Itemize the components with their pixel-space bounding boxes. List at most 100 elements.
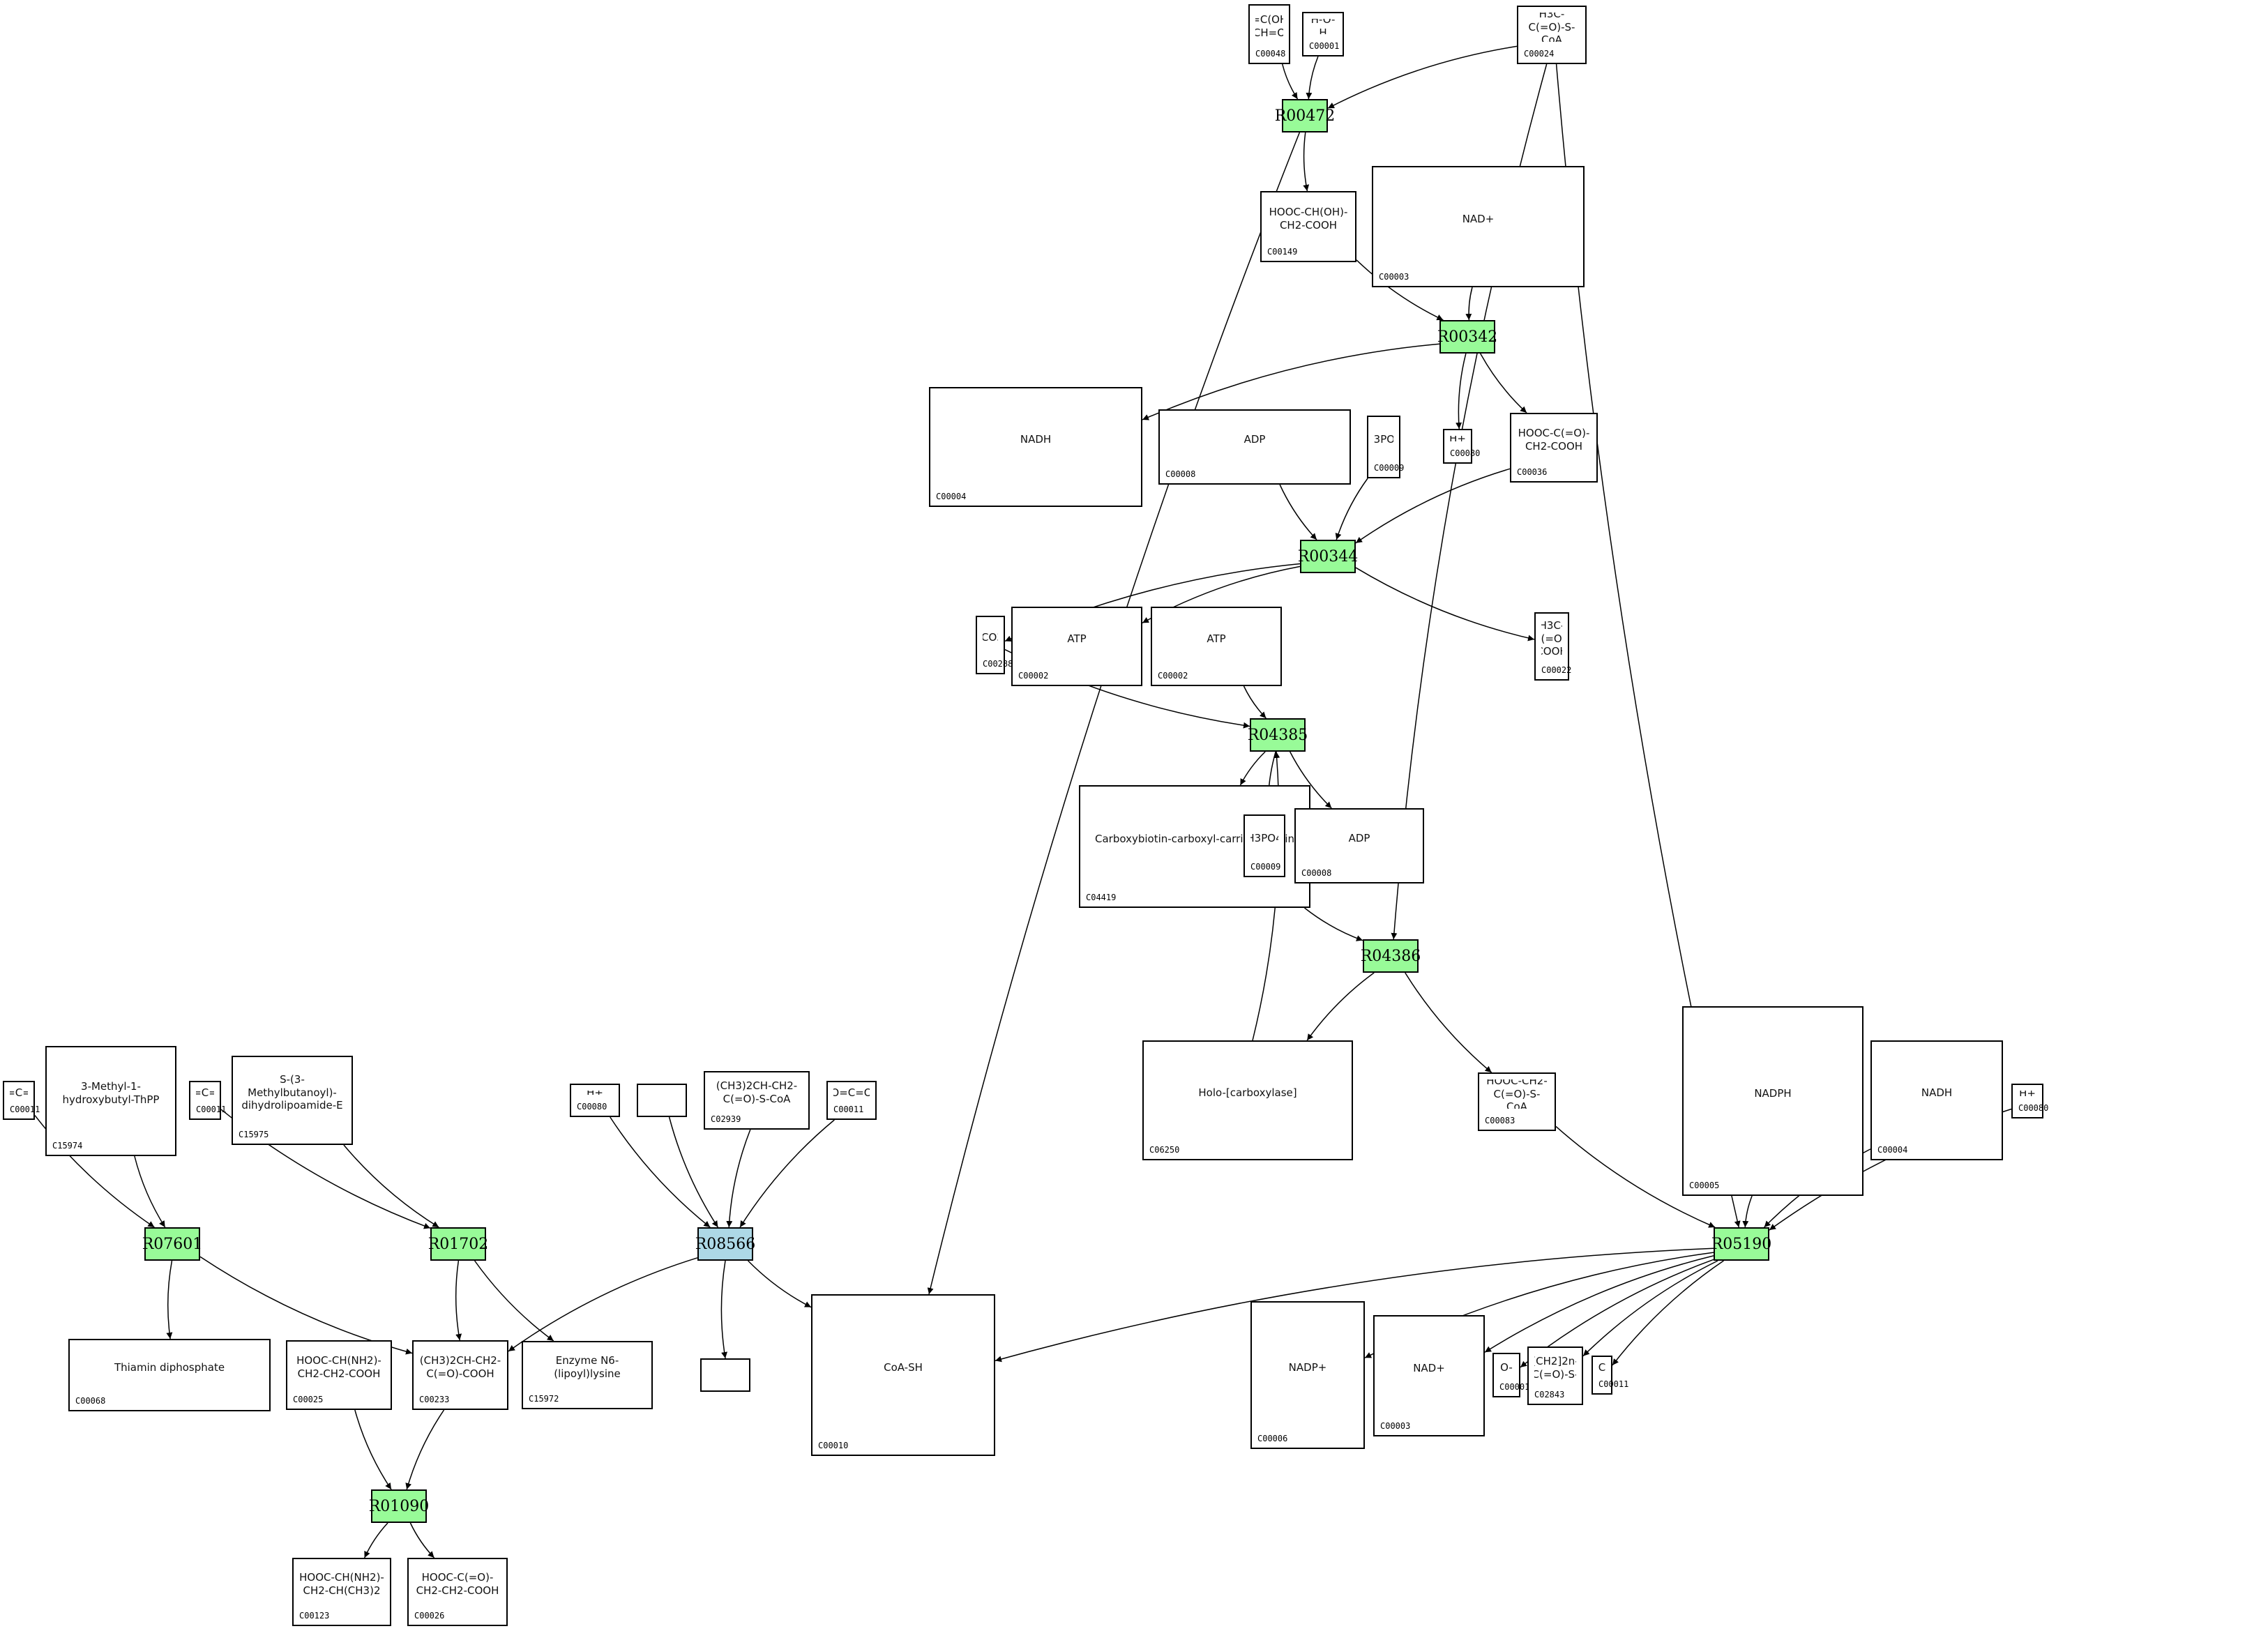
compound-id-label: C00011 (833, 1105, 864, 1114)
compound-node-C00003[interactable]: NAD+ C00003 (1372, 166, 1585, 287)
reaction-node-R00344[interactable]: R00344 (1298, 540, 1358, 573)
compound-structure: Holo-[carboxylase] (1198, 1086, 1297, 1099)
compound-id-label: C00002 (1158, 671, 1188, 681)
compound-structure: HOOC-CH2-C(=O)-S-CoA (1486, 1079, 1548, 1109)
reaction-node-R00472[interactable]: R00472 (1275, 99, 1335, 132)
compound-id-label: C00011 (196, 1105, 227, 1114)
compound-structure: 3-Methyl-1-hydroxybutyl-ThPP (62, 1080, 160, 1106)
edge-c00011d-to-R08566 (739, 1119, 835, 1228)
compound-structure: O=C(OH)-CH=O (1255, 13, 1283, 39)
compound-node-C00288[interactable]: HCO3-C00288 (976, 616, 1013, 674)
compound-node-C02843[interactable]: H3C-[CH2]2n-C(=O)-S-CoAC02843 (1527, 1346, 1583, 1405)
compound-structure: H3C-C(=O)-S-CoA (1528, 13, 1575, 42)
compound-structure: H+ (1450, 436, 1465, 441)
compound-structure: H3C-[CH2]2n-C(=O)-S-CoA (1534, 1353, 1576, 1383)
compound-node-C00080[interactable]: H+C00080 (570, 1084, 620, 1117)
edge-c00005-to-R05190 (1742, 1195, 1753, 1228)
edge-R08566-to-blank2 (720, 1260, 728, 1359)
compound-structure: O=C=O (1598, 1363, 1605, 1372)
reaction-node-R00342[interactable]: R00342 (1437, 320, 1497, 354)
edge-R05190-to-c00003b (1484, 1255, 1714, 1353)
compound-id-label: C00011 (1598, 1379, 1629, 1389)
compound-structure: H-O-H (1310, 19, 1336, 34)
reaction-node-R01702[interactable]: R01702 (428, 1227, 488, 1261)
compound-id-label: C00022 (1541, 665, 1572, 675)
compound-id-label: C00009 (1250, 862, 1281, 872)
compound-node-C00009[interactable]: H3PO4C00009 (1243, 814, 1285, 877)
compound-id-label: C00003 (1380, 1421, 1411, 1431)
compound-id-label: C00004 (936, 492, 967, 501)
compound-node-C00009[interactable]: H3PO4C00009 (1367, 416, 1404, 478)
compound-node-C00080[interactable]: H+C00080 (2011, 1084, 2048, 1118)
edge-c00008a-to-R00344 (1279, 484, 1317, 540)
compound-node-C00006[interactable]: NADP+C00006 (1250, 1301, 1365, 1449)
compound-structure: CoA-SH (884, 1360, 923, 1374)
compound-node-C06250[interactable]: Holo-[carboxylase]C06250 (1142, 1040, 1353, 1160)
compound-structure: S-(3-Methylbutanoyl)-dihydrolipoamide-E (241, 1072, 343, 1112)
compound-node-C00003[interactable]: NAD+C00003 (1373, 1315, 1485, 1436)
compound-structure: Thiamin diphosphate (114, 1360, 225, 1374)
compound-id-label: C00003 (1379, 272, 1409, 282)
edge-R00344-to-c00022 (1355, 567, 1535, 642)
edge-R00342-to-c00004a (1142, 343, 1440, 420)
edge-R04385-to-c04419 (1239, 751, 1266, 786)
compound-node-blank[interactable] (700, 1358, 750, 1392)
compound-id-label: C00026 (414, 1611, 445, 1621)
compound-id-label: C15972 (529, 1394, 559, 1404)
edge-blank1-to-R08566 (668, 1116, 719, 1228)
compound-structure: HCO3- (983, 630, 998, 644)
edge-R04386-to-c00083 (1405, 972, 1492, 1073)
compound-node-C00011[interactable]: O=C=O C00011 (1592, 1356, 1628, 1395)
reaction-node-R05190[interactable]: R05190 (1711, 1227, 1771, 1261)
edge-R07601-to-c00068 (166, 1260, 173, 1340)
reaction-node-R04386[interactable]: R04386 (1361, 939, 1421, 973)
edge-c00024-to-R00472 (1327, 45, 1518, 109)
edge-R05190-to-c00011a (1612, 1260, 1724, 1366)
compound-node-C00024[interactable]: H3C-C(=O)-S-CoA C00024 (1517, 6, 1587, 64)
compound-node-C00022[interactable]: H3C-C(=O)-COOHC00022 (1534, 612, 1572, 681)
compound-id-label: C00024 (1524, 49, 1555, 59)
reaction-node-R07601[interactable]: R07601 (142, 1227, 202, 1261)
compound-node-blank[interactable] (637, 1084, 687, 1117)
compound-id-label: C00011 (10, 1105, 40, 1114)
edge-R01702-to-c00233 (455, 1260, 462, 1341)
edge-c00233-to-R01090 (405, 1409, 445, 1490)
edge-c00048-to-R00472 (1282, 63, 1299, 100)
compound-id-label: C00005 (1689, 1181, 1720, 1190)
reaction-node-R04385[interactable]: R04385 (1248, 718, 1308, 752)
reaction-node-R08566[interactable]: R08566 (695, 1227, 755, 1261)
reaction-node-R01090[interactable]: R01090 (369, 1489, 429, 1523)
compound-id-label: C04419 (1086, 893, 1117, 902)
compound-structure: NAD+ (1462, 212, 1495, 225)
compound-node-C00080[interactable]: H+C00080 (1443, 429, 1480, 464)
compound-structure: Enzyme N6-(lipoyl)lysine (554, 1354, 621, 1380)
edge-c00002b-to-R04385 (1243, 685, 1267, 719)
